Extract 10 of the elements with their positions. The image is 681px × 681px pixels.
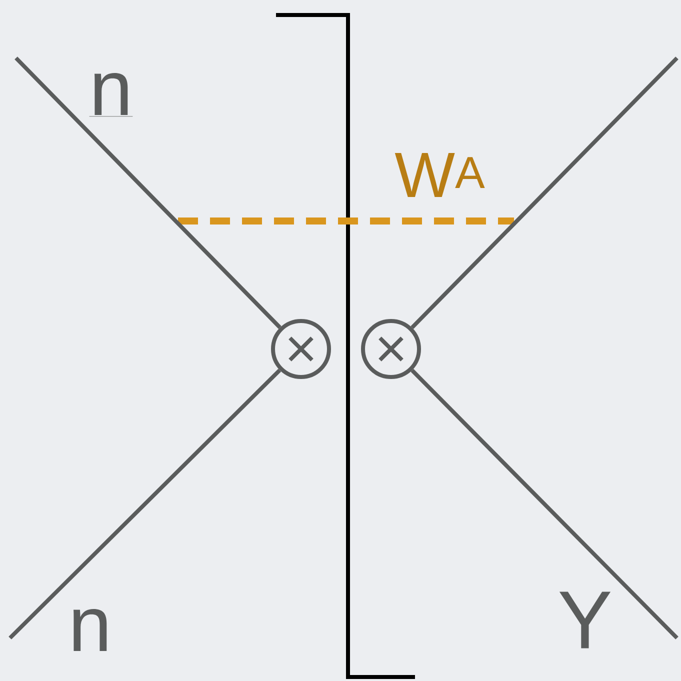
fermion-line [410, 56, 678, 330]
particle-label: W$^{A}$ [394, 152, 485, 198]
fermion-line [14, 56, 282, 329]
particle-label: n [89, 73, 133, 117]
fermion-line [410, 368, 678, 640]
fermion-line [8, 368, 282, 640]
vertex-symbol [361, 319, 421, 379]
particle-label: n [73, 609, 107, 651]
vertex-symbol [271, 319, 331, 379]
particle-label: Y [559, 592, 611, 648]
